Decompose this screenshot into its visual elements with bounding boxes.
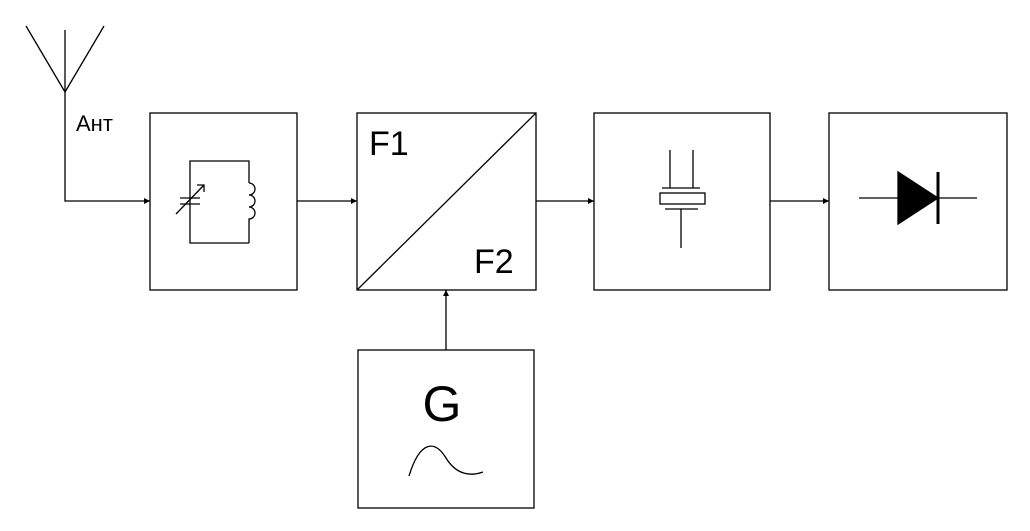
antenna-label: Ант (76, 111, 113, 136)
antenna-symbol (25, 25, 105, 93)
sine-wave-icon (408, 445, 484, 477)
filter-block (593, 112, 771, 291)
oscillator-block (357, 349, 535, 509)
mixer-input-label: F1 (369, 125, 409, 163)
crystal-icon (659, 150, 706, 248)
mixer-output-label: F2 (474, 243, 514, 281)
mixer-diagonal (356, 112, 537, 291)
diode-icon (859, 170, 977, 226)
input-circuit-block (149, 112, 298, 291)
lc-tank-icon (175, 160, 256, 244)
oscillator-label: G (423, 376, 462, 432)
antenna-feed-line (64, 92, 150, 204)
